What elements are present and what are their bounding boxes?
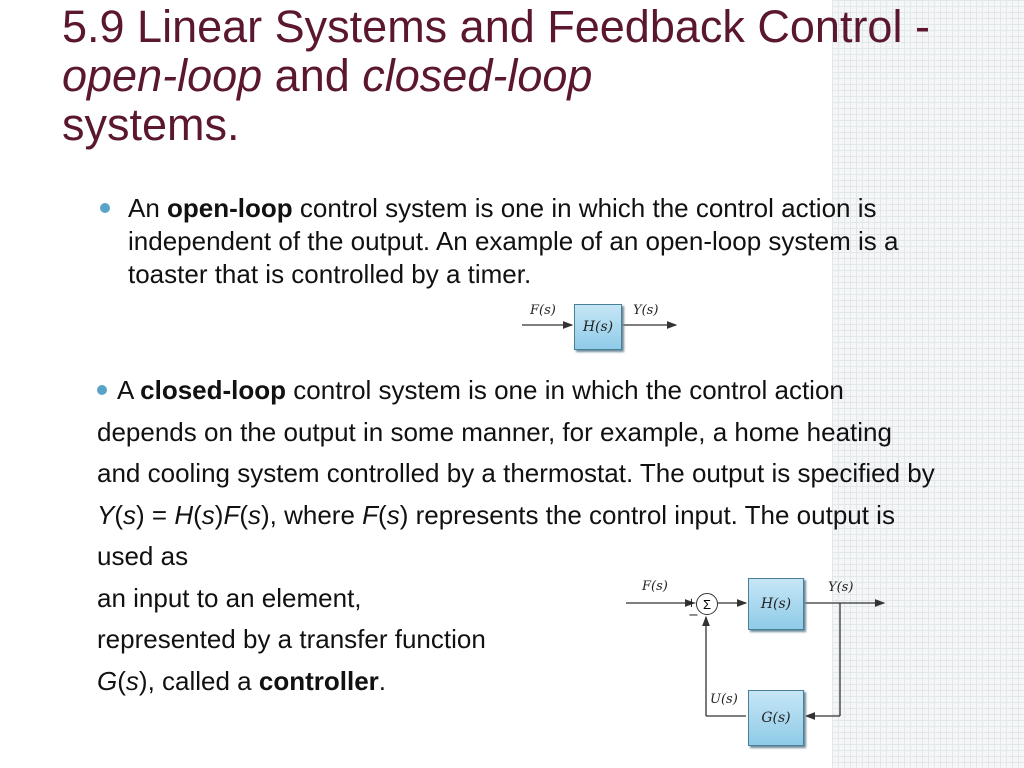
closed-loop-arrows <box>626 599 886 720</box>
background-grid <box>832 0 1024 768</box>
bullet-marker <box>100 203 110 213</box>
transfer-block-h: H(s) <box>748 578 804 630</box>
controller-block-g: G(s) <box>748 690 804 746</box>
control-signal-label: U(s) <box>710 692 738 707</box>
plus-sign: + <box>686 596 697 611</box>
bullet-closed-loop: A closed-loop control system is one in w… <box>97 375 935 696</box>
open-loop-arrows <box>522 321 678 329</box>
input-label: F(s) <box>530 303 556 318</box>
bullet-marker <box>97 385 107 395</box>
transfer-block-h: H(s) <box>574 304 622 350</box>
bullet-open-loop: An open-loop control system is one in wh… <box>100 192 918 291</box>
output-label: Y(s) <box>828 580 854 595</box>
closed-loop-diagram: F(s) Σ + − H(s) Y(s) U(s) G(s) <box>612 572 912 752</box>
summing-junction: Σ <box>696 593 718 615</box>
open-loop-diagram: F(s) H(s) Y(s) <box>520 298 680 354</box>
input-label: F(s) <box>642 579 668 594</box>
output-label: Y(s) <box>633 303 659 318</box>
minus-sign: − <box>688 608 699 623</box>
slide-title: 5.9 Linear Systems and Feedback Control … <box>62 1 930 150</box>
